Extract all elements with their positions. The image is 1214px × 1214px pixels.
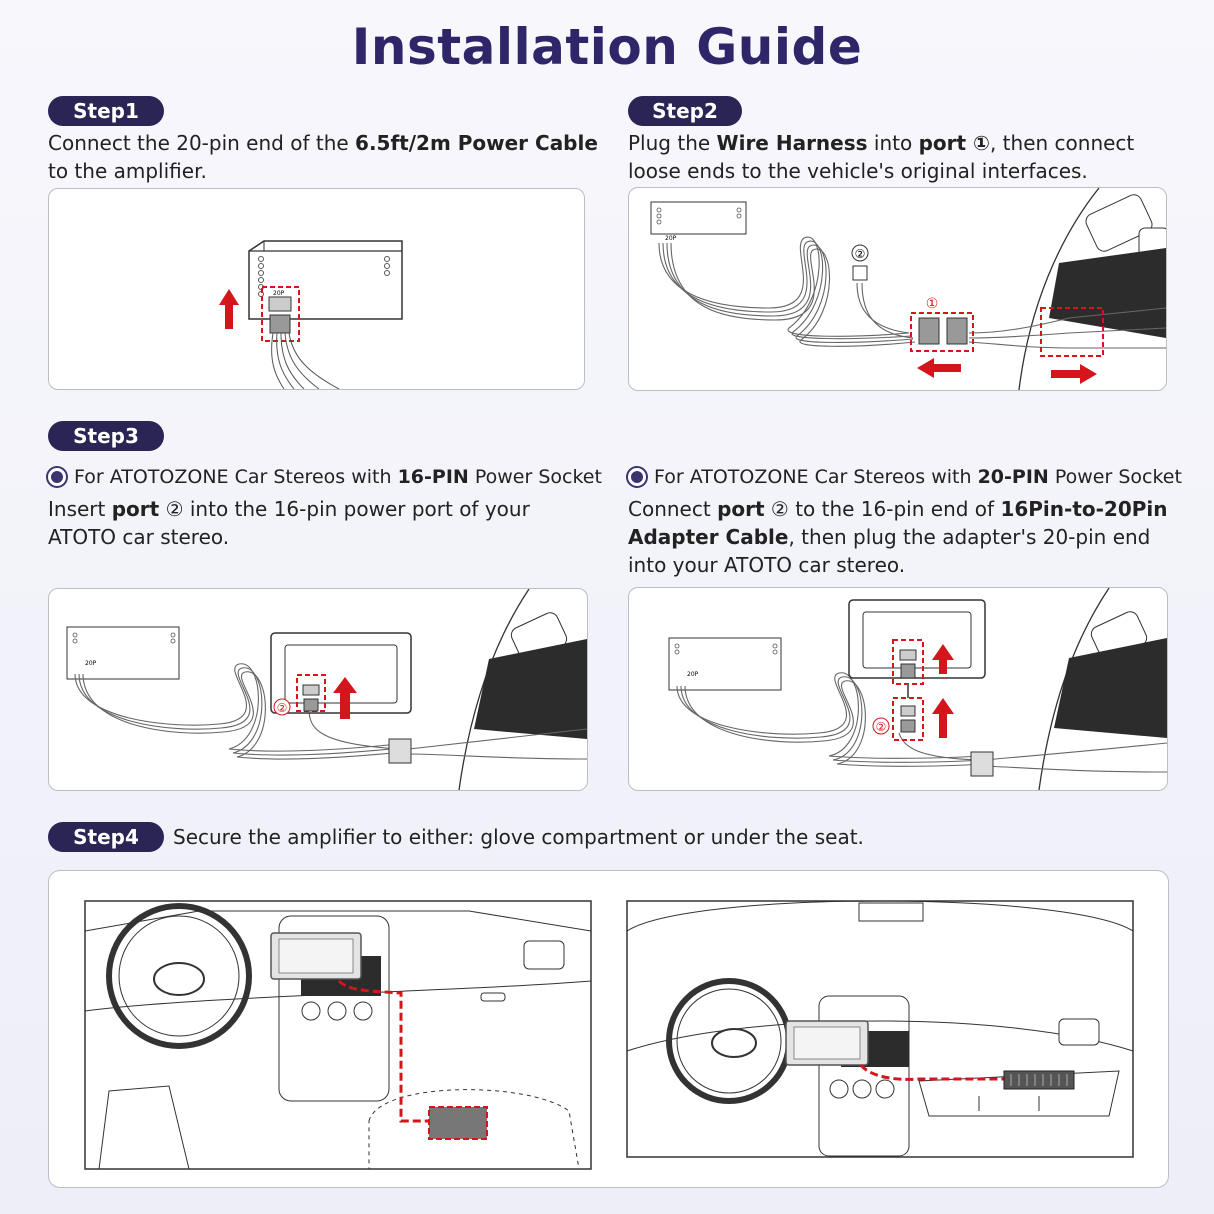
step1-badge: Step1 bbox=[48, 96, 164, 126]
step3-right-instructions: Connect port ② to the 16-pin end of 16Pi… bbox=[628, 495, 1173, 579]
step3-right-text-d: 16Pin-to-20Pin Adapter Cable bbox=[628, 497, 1168, 549]
glove-box-scene bbox=[626, 900, 1134, 1158]
step2-text-d: port ① bbox=[918, 131, 990, 155]
step1-text-c: to the amplifier. bbox=[48, 159, 207, 183]
step3-left-text-c: ② into the 16-pin power port of your ATO… bbox=[48, 497, 530, 549]
step2-marker-1: ① bbox=[926, 296, 939, 312]
step1-illustration: 20P bbox=[48, 188, 585, 390]
under-seat-scene bbox=[84, 900, 592, 1170]
step3-right-text-b: port bbox=[717, 497, 765, 521]
step3-right-text-c: ② to the 16-pin end of bbox=[764, 497, 1001, 521]
step1-text-b: 6.5ft/2m Power Cable bbox=[355, 131, 598, 155]
step3-right-text-e: , then plug the adapter's 20-pin end int… bbox=[628, 525, 1151, 577]
step3-right-amp-label: 20P bbox=[687, 671, 699, 678]
step3-badge-label: Step3 bbox=[73, 424, 139, 448]
step2-text-b: Wire Harness bbox=[716, 131, 868, 155]
step2-text-e: , then connect loose ends to the vehicle… bbox=[628, 131, 1135, 183]
step2-amp-label: 20P bbox=[665, 235, 677, 242]
step4-illustration bbox=[48, 870, 1169, 1188]
step3-left-text-b: port bbox=[111, 497, 160, 521]
step1-badge-label: Step1 bbox=[73, 99, 139, 123]
step2-badge-label: Step2 bbox=[652, 99, 718, 123]
step3-right-text-a: Connect bbox=[628, 497, 718, 521]
step4-instructions: Secure the amplifier to either: glove co… bbox=[173, 825, 864, 849]
step3-left-heading-c: Power Socket bbox=[468, 466, 602, 488]
step3-right-heading-c: Power Socket bbox=[1048, 466, 1182, 488]
step2-illustration: 20P ② ① bbox=[628, 187, 1167, 391]
bullet-icon bbox=[48, 468, 66, 486]
step2-marker-2: ② bbox=[855, 247, 866, 261]
step3-left-marker: ② bbox=[277, 701, 288, 715]
step3-left-text-a: Insert bbox=[48, 497, 112, 521]
bullet-icon bbox=[628, 468, 646, 486]
step4-badge-label: Step4 bbox=[73, 825, 139, 849]
step3-left-heading: For ATOTOZONE Car Stereos with 16-PIN Po… bbox=[48, 464, 608, 490]
step3-left-heading-a: For ATOTOZONE Car Stereos with bbox=[74, 466, 398, 488]
step3-right-heading-b: 20-PIN bbox=[977, 466, 1049, 488]
step2-badge: Step2 bbox=[628, 96, 742, 126]
step2-text-c: into bbox=[867, 131, 919, 155]
step3-right-marker: ② bbox=[876, 720, 887, 734]
step3-right-illustration: 20P ② bbox=[628, 587, 1168, 791]
step1-instructions: Connect the 20-pin end of the 6.5ft/2m P… bbox=[48, 129, 598, 185]
step2-instructions: Plug the Wire Harness into port ①, then … bbox=[628, 129, 1168, 185]
step3-right-heading-a: For ATOTOZONE Car Stereos with bbox=[654, 466, 978, 488]
step1-amp-label: 20P bbox=[273, 290, 285, 297]
step2-text-a: Plug the bbox=[628, 131, 717, 155]
step1-text-a: Connect the 20-pin end of the bbox=[48, 131, 356, 155]
page-title: Installation Guide bbox=[351, 18, 863, 76]
step4-badge: Step4 bbox=[48, 822, 164, 852]
step3-left-heading-b: 16-PIN bbox=[397, 466, 469, 488]
step3-left-instructions: Insert port ② into the 16-pin power port… bbox=[48, 495, 588, 551]
step3-left-amp-label: 20P bbox=[85, 660, 97, 667]
step3-right-heading: For ATOTOZONE Car Stereos with 20-PIN Po… bbox=[628, 464, 1208, 490]
step3-left-illustration: 20P ② bbox=[48, 588, 588, 791]
step3-badge: Step3 bbox=[48, 421, 164, 451]
